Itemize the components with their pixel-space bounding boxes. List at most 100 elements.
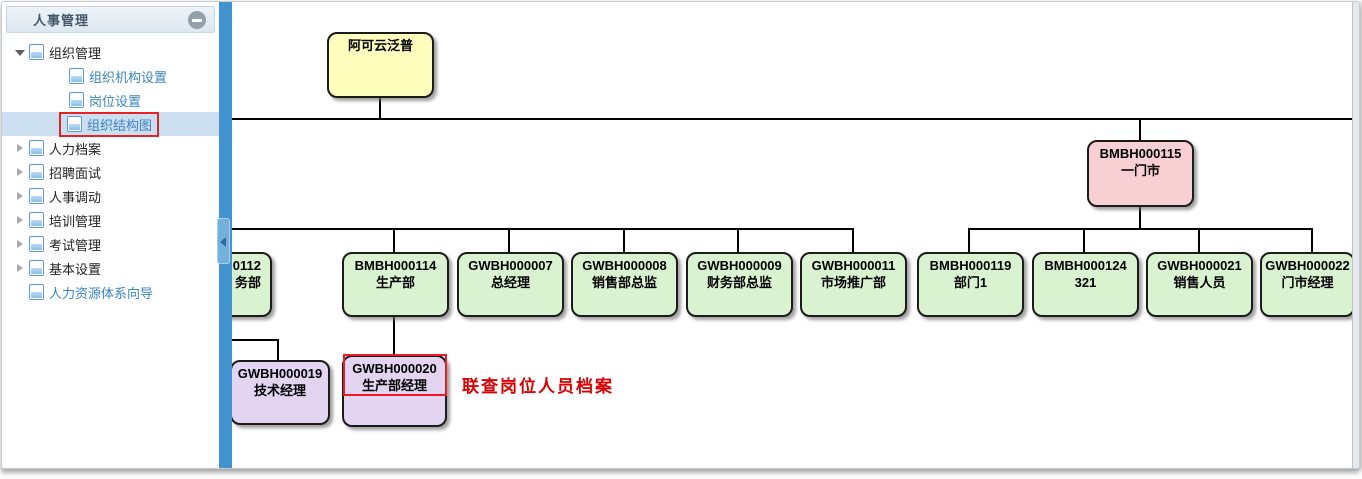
- org-node-line: 销售人员: [1173, 275, 1226, 290]
- document-icon: [29, 44, 44, 60]
- org-node-line: 财务部总监: [706, 275, 772, 290]
- tree-collapsed-toggle-icon[interactable]: [14, 143, 26, 153]
- sidebar-item-label: 人事调动: [49, 189, 102, 205]
- sidebar-item-label: 组织结构图: [87, 117, 153, 133]
- red-annotation-outline: 组织结构图: [59, 111, 160, 137]
- connector-line-14: [1083, 228, 1085, 254]
- toggle-spacer: [54, 95, 66, 105]
- pane-right-edge: [1352, 2, 1359, 468]
- minus-circle-icon[interactable]: [188, 10, 206, 29]
- document-icon: [29, 260, 44, 276]
- org-node-line: GWBH000020: [352, 361, 437, 376]
- app-window: 人事管理 组织管理组织机构设置岗位设置组织结构图人力档案招聘面试人事调动培训管理…: [1, 1, 1360, 469]
- sidebar-item-10[interactable]: 基本设置: [2, 256, 219, 280]
- org-node-bmbh000115[interactable]: BMBH000115 一门市: [1087, 140, 1194, 207]
- document-icon: [29, 164, 44, 180]
- sidebar-title: 人事管理: [33, 13, 90, 28]
- org-node-line: 生产部: [375, 275, 415, 290]
- sidebar-item-label: 人力资源体系向导: [49, 285, 154, 301]
- sidebar-item-7[interactable]: 人事调动: [2, 184, 219, 208]
- org-node-line: BMBH000114: [354, 258, 437, 273]
- document-icon: [29, 284, 44, 300]
- org-node-line: 部门1: [953, 275, 988, 290]
- connector-line-2: [232, 118, 1355, 120]
- connector-line-12: [968, 228, 1313, 230]
- sidebar-item-label: 招聘面试: [49, 165, 102, 181]
- sidebar-item-8[interactable]: 培训管理: [2, 208, 219, 232]
- org-node-root[interactable]: 阿可云泛普: [327, 32, 434, 98]
- sidebar-item-label: 考试管理: [49, 237, 102, 253]
- org-node-line: 市场推广部: [820, 275, 886, 290]
- connector-line-7: [393, 228, 395, 254]
- document-icon: [69, 92, 84, 108]
- org-node-line: GWBH000021: [1157, 258, 1242, 273]
- org-node-bmbh000114[interactable]: BMBH000114 生产部: [342, 252, 449, 317]
- org-node-line: 技术经理: [253, 383, 306, 398]
- connector-line-9: [623, 228, 625, 254]
- red-annotation-box: [343, 354, 447, 396]
- sidebar-item-1[interactable]: 组织管理: [2, 40, 219, 64]
- splitter-bar[interactable]: [217, 2, 232, 468]
- connector-line-13: [968, 228, 970, 254]
- org-node-line: 一门市: [1120, 163, 1160, 178]
- sidebar-item-label: 组织管理: [49, 45, 102, 61]
- connector-line-16: [1311, 228, 1313, 254]
- sidebar-item-9[interactable]: 考试管理: [2, 232, 219, 256]
- sidebar-item-label: 岗位设置: [89, 93, 142, 109]
- org-node-gwbh000019[interactable]: GWBH000019 技术经理: [232, 360, 330, 425]
- connector-line-15: [1198, 228, 1200, 254]
- org-node-gwbh000021[interactable]: GWBH000021 销售人员: [1146, 252, 1253, 317]
- org-node-line: 321: [1074, 275, 1097, 290]
- tree-collapsed-toggle-icon[interactable]: [14, 167, 26, 177]
- sidebar-item-3[interactable]: 岗位设置: [2, 88, 219, 112]
- org-node-gwbh000011[interactable]: GWBH000011 市场推广部: [800, 252, 907, 317]
- sidebar-item-6[interactable]: 招聘面试: [2, 160, 219, 184]
- sidebar-item-4[interactable]: 组织结构图: [2, 111, 219, 137]
- org-node-line: GWBH000019: [237, 366, 323, 381]
- sidebar-tree: 组织管理组织机构设置岗位设置组织结构图人力档案招聘面试人事调动培训管理考试管理基…: [2, 40, 219, 304]
- sidebar-item-5[interactable]: 人力档案: [2, 136, 219, 160]
- red-annotation-note: 联查岗位人员档案: [462, 377, 614, 396]
- org-node-gwbh000022[interactable]: GWBH000022 门市经理: [1260, 252, 1355, 317]
- tree-collapsed-toggle-icon[interactable]: [14, 191, 26, 201]
- connector-line-17: [232, 339, 279, 341]
- org-node-line: 0112: [232, 258, 261, 273]
- tree-expanded-toggle-icon[interactable]: [14, 47, 26, 57]
- tree-collapsed-toggle-icon[interactable]: [14, 263, 26, 273]
- sidebar: 人事管理 组织管理组织机构设置岗位设置组织结构图人力档案招聘面试人事调动培训管理…: [2, 2, 219, 468]
- org-node-line: 门市经理: [1281, 275, 1334, 290]
- org-node-line: GWBH000011: [811, 258, 896, 273]
- document-icon: [29, 140, 44, 156]
- org-node-bmbh000124[interactable]: BMBH000124 321: [1032, 252, 1139, 317]
- org-node-line: GWBH000022: [1265, 258, 1350, 273]
- connector-line-10: [737, 228, 739, 254]
- connector-line-6: [232, 228, 854, 230]
- tree-collapsed-toggle-icon[interactable]: [14, 239, 26, 249]
- toggle-spacer: [54, 119, 66, 129]
- splitter-collapse-handle[interactable]: [217, 218, 230, 264]
- sidebar-header: 人事管理: [6, 6, 215, 33]
- document-icon: [29, 212, 44, 228]
- org-node-bmbh000119[interactable]: BMBH000119 部门1: [917, 252, 1024, 317]
- toggle-spacer: [54, 71, 66, 81]
- sidebar-item-11[interactable]: 人力资源体系向导: [2, 280, 219, 304]
- document-icon: [29, 188, 44, 204]
- sidebar-item-label: 人力档案: [49, 141, 102, 157]
- sidebar-item-label: 基本设置: [49, 261, 102, 277]
- org-node-line: BMBH000119: [929, 258, 1012, 273]
- org-node-line: BMBH000115: [1099, 146, 1182, 161]
- sidebar-item-2[interactable]: 组织机构设置: [2, 64, 219, 88]
- org-node-line: 阿可云泛普: [347, 38, 413, 53]
- connector-line-4: [1139, 118, 1141, 142]
- tree-collapsed-toggle-icon[interactable]: [14, 215, 26, 225]
- org-node-line: GWBH000008: [582, 258, 667, 273]
- connector-line-5: [1139, 206, 1141, 230]
- connector-line-8: [508, 228, 510, 254]
- org-node-line: BMBH000124: [1044, 258, 1127, 273]
